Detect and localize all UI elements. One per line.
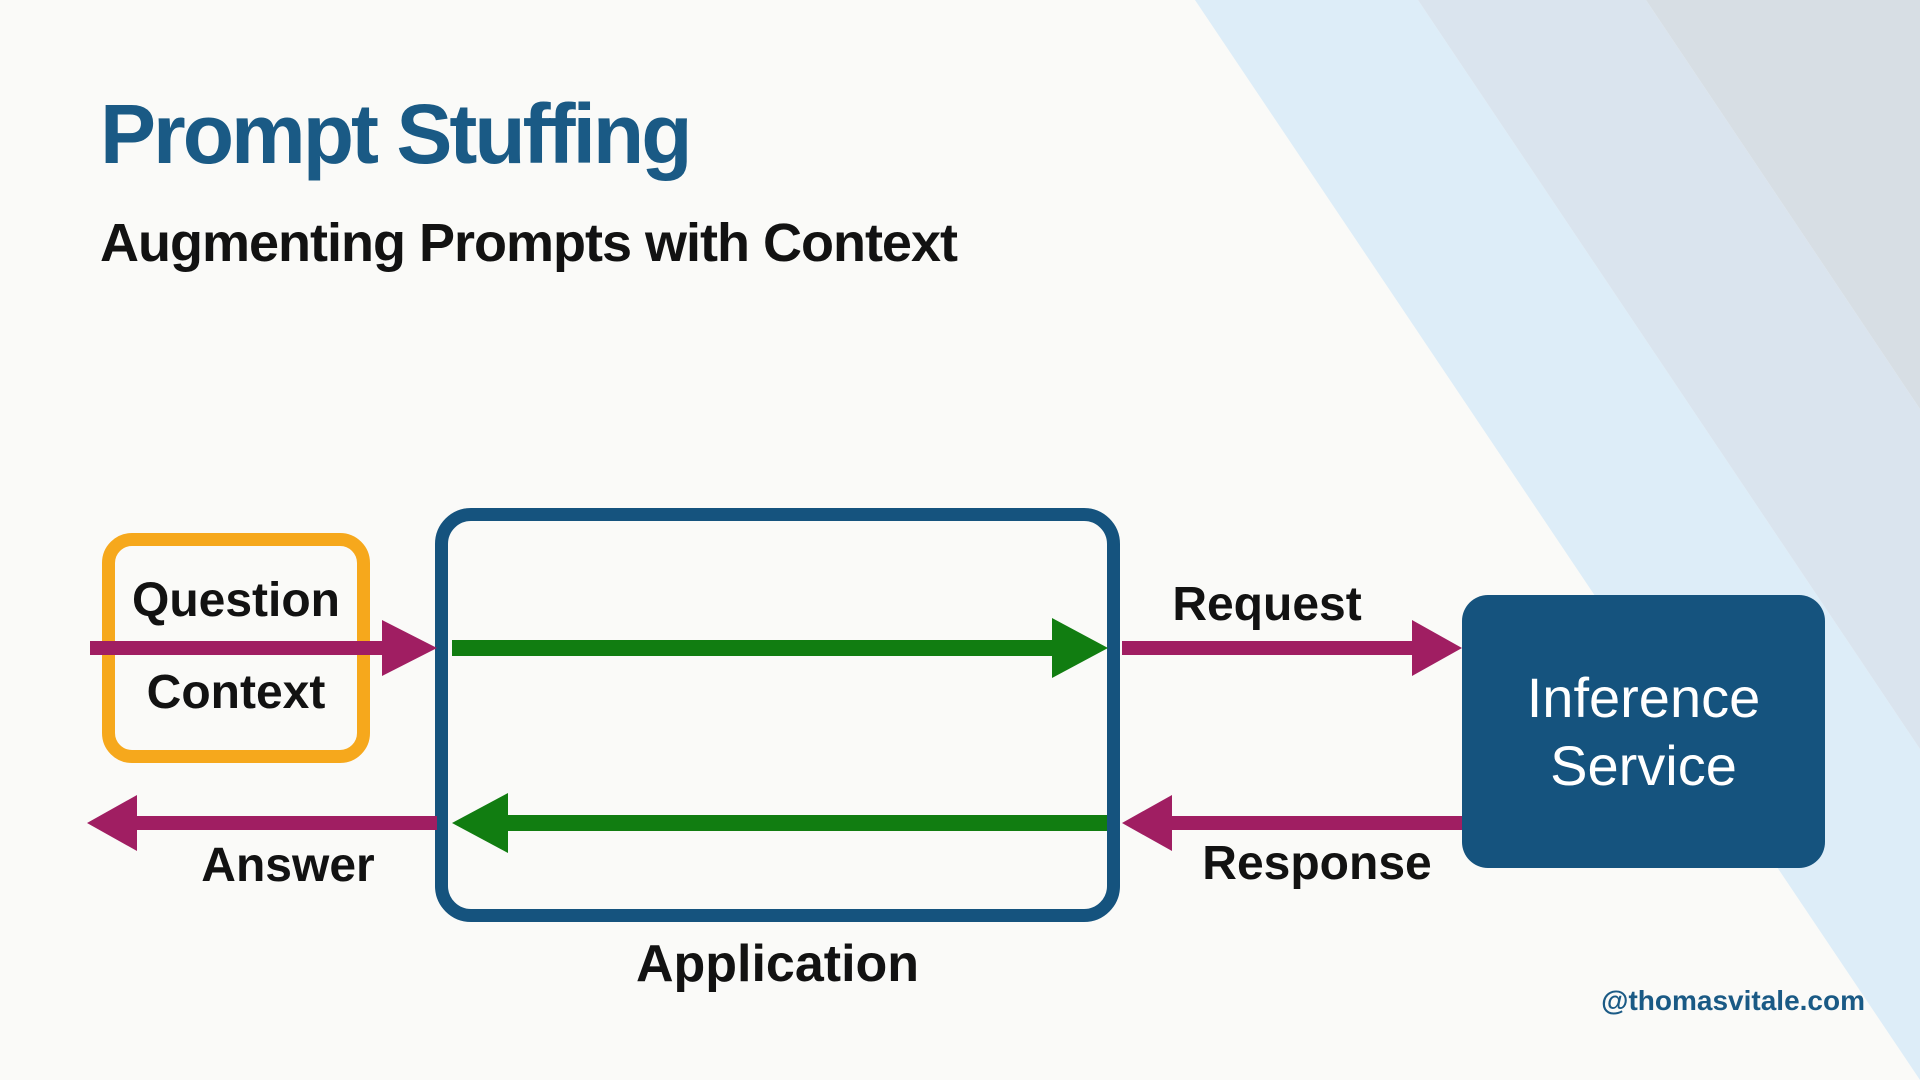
application-box (435, 508, 1120, 922)
page-title: Prompt Stuffing (100, 87, 693, 181)
answer-label: Answer (201, 839, 375, 892)
inference-service-box: Inference Service (1462, 595, 1825, 868)
question-context-box: Question Context (102, 533, 370, 763)
background-stripe-mid (1418, 0, 1920, 749)
response-label: Response (1202, 837, 1432, 890)
watermark: @thomasvitale.com (1601, 985, 1865, 1016)
background-stripe-dark (1646, 0, 1920, 409)
page-subtitle: Augmenting Prompts with Context (100, 213, 958, 273)
inference-service-label-line1: Inference (1526, 666, 1761, 730)
inference-service-label-line2: Service (1550, 733, 1737, 797)
question-label: Question (131, 574, 340, 627)
application-label: Application (635, 935, 920, 993)
request-label: Request (1172, 578, 1362, 631)
context-label: Context (146, 666, 326, 719)
